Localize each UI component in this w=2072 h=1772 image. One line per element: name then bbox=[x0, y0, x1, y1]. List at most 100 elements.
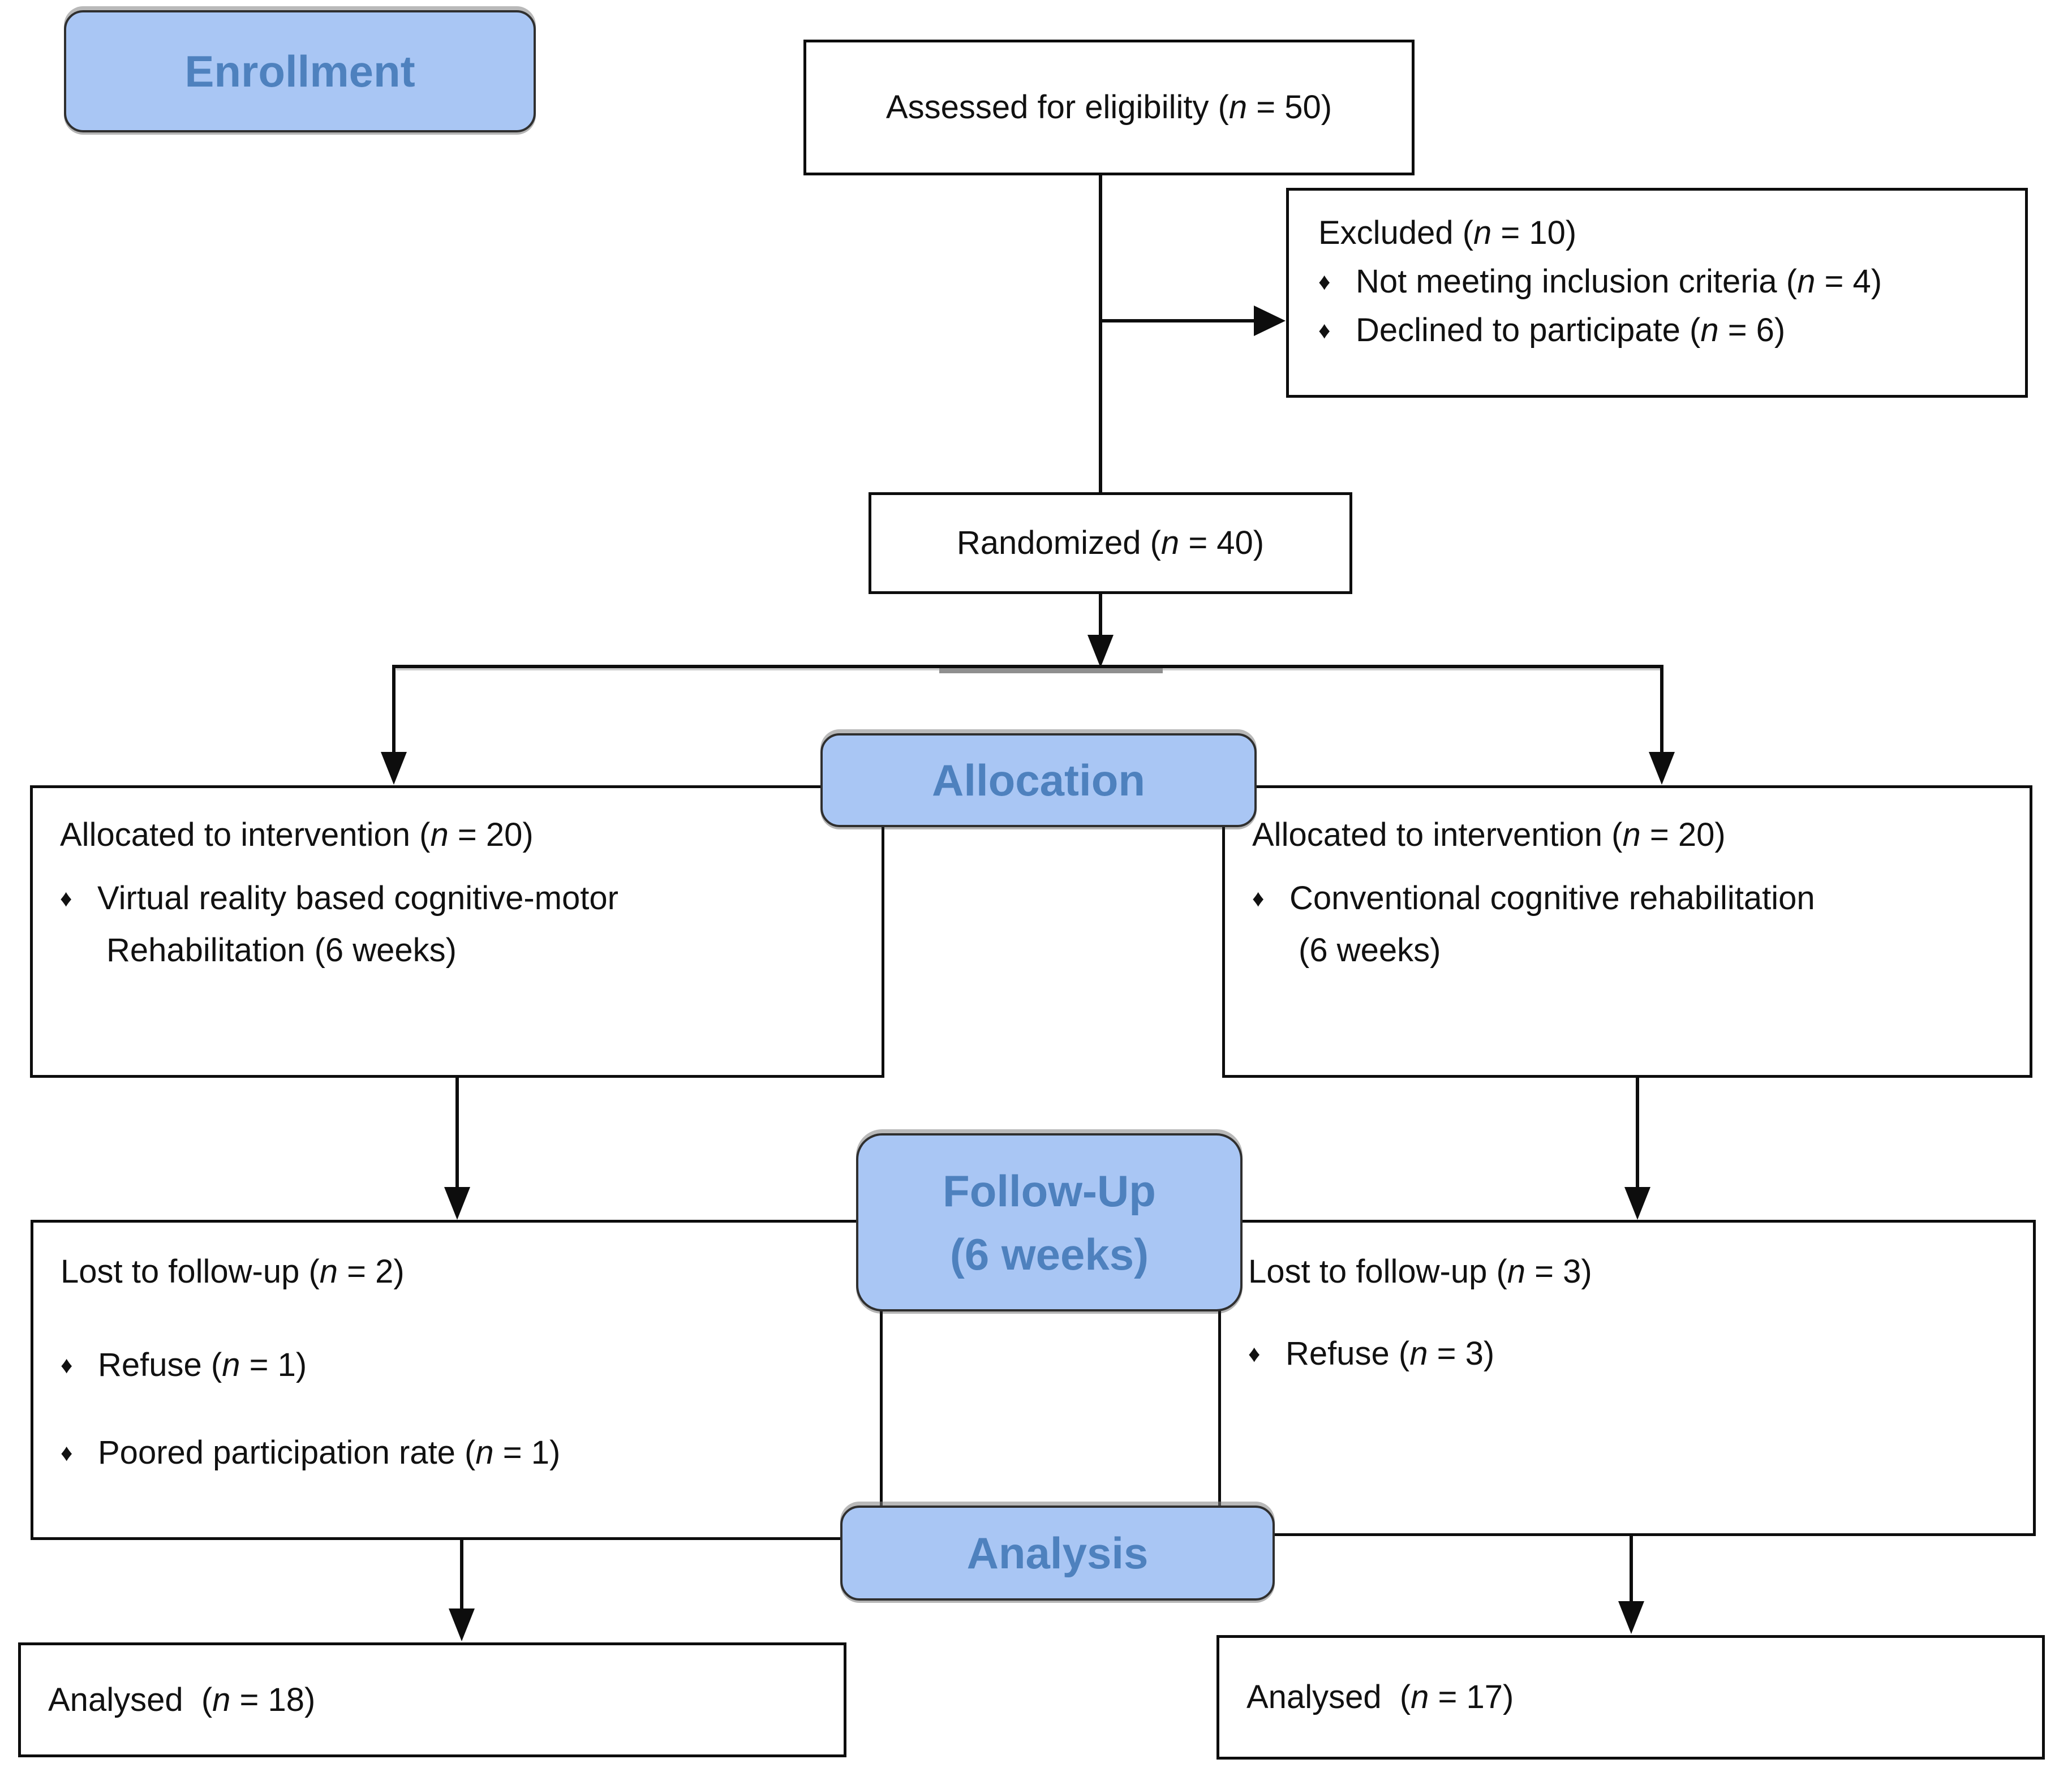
arrowhead-right-excluded-icon bbox=[1254, 306, 1286, 336]
arrowhead-down-followup-left-icon bbox=[444, 1187, 470, 1220]
followup-right-item-1: ♦ Refuse (n = 3) bbox=[1248, 1334, 2016, 1374]
excluded-title: Excluded (n = 10) bbox=[1318, 213, 2008, 253]
followup-right-item-1-pre: Refuse ( bbox=[1286, 1335, 1410, 1372]
followup-left-item-2-pre: Poored participation rate ( bbox=[98, 1434, 476, 1471]
excluded-item-1-text: Not meeting inclusion criteria (n = 4) bbox=[1356, 262, 1882, 302]
alloc-right-item: ♦ Conventional cognitive rehabilitation bbox=[1252, 879, 2013, 918]
enrollment-label-text: Enrollment bbox=[184, 46, 415, 96]
followup-left-item-2-text: Poored participation rate (n = 1) bbox=[98, 1433, 560, 1473]
connector-randomized-to-branch bbox=[1099, 594, 1102, 635]
alloc-right-title-pre: Allocated to intervention ( bbox=[1252, 816, 1623, 853]
connector-assessed-to-randomized bbox=[1099, 174, 1102, 492]
arrowhead-down-alloc-left-icon bbox=[381, 752, 407, 785]
followup-left-title: Lost to follow-up (n = 2) bbox=[61, 1252, 863, 1292]
randomized-text-pre: Randomized ( bbox=[956, 524, 1161, 561]
connector-alloc-to-followup-left bbox=[455, 1077, 459, 1188]
arrowhead-down-analysed-right-icon bbox=[1618, 1601, 1644, 1634]
excluded-item-1: ♦ Not meeting inclusion criteria (n = 4) bbox=[1318, 262, 2008, 302]
followup-label-line1: Follow-Up bbox=[943, 1165, 1156, 1216]
alloc-right-item-line1: Conventional cognitive rehabilitation bbox=[1289, 880, 1815, 917]
excluded-item-1-n: n bbox=[1797, 263, 1816, 300]
branch-line bbox=[393, 665, 1663, 668]
followup-right-item-1-n: n bbox=[1409, 1335, 1428, 1372]
branch-line-smudge bbox=[939, 668, 1163, 673]
assessed-n: n bbox=[1228, 89, 1248, 126]
connector-followup-to-analysed-right bbox=[1630, 1535, 1633, 1602]
diamond-bullet-icon: ♦ bbox=[1318, 317, 1331, 343]
excluded-title-n: n bbox=[1473, 214, 1492, 251]
randomized-text-post: = 40) bbox=[1179, 524, 1265, 561]
followup-label-line2: (6 weeks) bbox=[949, 1229, 1149, 1279]
alloc-left-item: ♦ Virtual reality based cognitive-motor bbox=[60, 879, 865, 918]
alloc-left-item-line1: Virtual reality based cognitive-motor bbox=[97, 880, 618, 917]
followup-right-title: Lost to follow-up (n = 3) bbox=[1248, 1252, 2016, 1292]
diamond-bullet-icon: ♦ bbox=[61, 1352, 73, 1378]
analysed-left-pre: Analysed ( bbox=[48, 1681, 213, 1718]
followup-left-item-1-pre: Refuse ( bbox=[98, 1347, 222, 1383]
followup-right-title-pre: Lost to follow-up ( bbox=[1248, 1253, 1507, 1290]
excluded-item-1-pre: Not meeting inclusion criteria ( bbox=[1356, 263, 1798, 300]
diamond-bullet-icon: ♦ bbox=[1318, 268, 1331, 295]
alloc-right-title: Allocated to intervention (n = 20) bbox=[1252, 815, 2013, 855]
alloc-left-title-post: = 20) bbox=[448, 816, 534, 853]
followup-left-item-1: ♦ Refuse (n = 1) bbox=[61, 1345, 863, 1385]
box-lost-to-followup-left: Lost to follow-up (n = 2) ♦ Refuse (n = … bbox=[31, 1220, 883, 1540]
excluded-item-2: ♦ Declined to participate (n = 6) bbox=[1318, 311, 2008, 350]
box-lost-to-followup-right: Lost to follow-up (n = 3) ♦ Refuse (n = … bbox=[1218, 1220, 2036, 1536]
alloc-left-title: Allocated to intervention (n = 20) bbox=[60, 815, 865, 855]
followup-left-item-2: ♦ Poored participation rate (n = 1) bbox=[61, 1433, 863, 1473]
analysed-right-n: n bbox=[1411, 1679, 1429, 1715]
randomized-n: n bbox=[1160, 524, 1180, 561]
followup-left-item-2-n: n bbox=[475, 1434, 494, 1471]
assessed-text-post: = 50) bbox=[1247, 89, 1332, 126]
connector-followup-to-analysed-left bbox=[460, 1539, 463, 1610]
excluded-item-2-post: = 6) bbox=[1718, 312, 1786, 349]
stage-label-enrollment: Enrollment bbox=[64, 10, 536, 132]
arrowhead-down-alloc-right-icon bbox=[1649, 752, 1675, 785]
box-allocated-intervention-left: Allocated to intervention (n = 20) ♦ Vir… bbox=[30, 785, 884, 1078]
analysed-left-n: n bbox=[212, 1681, 231, 1718]
alloc-right-item-line2: (6 weeks) bbox=[1299, 932, 1441, 969]
stage-label-analysis: Analysis bbox=[840, 1506, 1275, 1601]
allocation-label-text: Allocation bbox=[931, 755, 1145, 805]
box-allocated-intervention-right: Allocated to intervention (n = 20) ♦ Con… bbox=[1222, 785, 2032, 1078]
analysed-left-text: Analysed (n = 18) bbox=[21, 1645, 844, 1754]
box-analysed-left: Analysed (n = 18) bbox=[18, 1642, 846, 1757]
alloc-right-title-n: n bbox=[1622, 816, 1641, 853]
excluded-item-1-post: = 4) bbox=[1815, 263, 1882, 300]
alloc-left-title-n: n bbox=[430, 816, 449, 853]
box-excluded: Excluded (n = 10) ♦ Not meeting inclusio… bbox=[1286, 188, 2028, 398]
followup-right-title-n: n bbox=[1507, 1253, 1526, 1290]
followup-right-item-1-text: Refuse (n = 3) bbox=[1286, 1334, 1494, 1374]
arrowhead-down-analysed-left-icon bbox=[449, 1608, 475, 1641]
followup-left-title-n: n bbox=[319, 1253, 338, 1290]
alloc-right-title-post: = 20) bbox=[1640, 816, 1726, 853]
assessed-text-pre: Assessed for eligibility ( bbox=[885, 89, 1229, 126]
excluded-item-2-pre: Declined to participate ( bbox=[1356, 312, 1701, 349]
followup-left-item-1-post: = 1) bbox=[240, 1347, 307, 1383]
excluded-title-pre: Excluded ( bbox=[1318, 214, 1474, 251]
analysis-label-text: Analysis bbox=[966, 1528, 1149, 1578]
followup-right-item-1-post: = 3) bbox=[1428, 1335, 1495, 1372]
followup-left-item-1-text: Refuse (n = 1) bbox=[98, 1345, 307, 1385]
followup-left-item-2-post: = 1) bbox=[493, 1434, 561, 1471]
diamond-bullet-icon: ♦ bbox=[1252, 885, 1265, 911]
analysed-left-post: = 18) bbox=[230, 1681, 316, 1718]
box-assessed-for-eligibility: Assessed for eligibility (n = 50) bbox=[803, 40, 1415, 175]
followup-left-title-post: = 2) bbox=[338, 1253, 405, 1290]
connector-alloc-to-followup-right bbox=[1636, 1077, 1639, 1188]
followup-left-item-1-n: n bbox=[222, 1347, 240, 1383]
stage-label-followup: Follow-Up (6 weeks) bbox=[856, 1133, 1243, 1311]
diamond-bullet-icon: ♦ bbox=[1248, 1340, 1261, 1367]
diamond-bullet-icon: ♦ bbox=[60, 885, 72, 911]
alloc-left-title-pre: Allocated to intervention ( bbox=[60, 816, 431, 853]
box-analysed-right: Analysed (n = 17) bbox=[1216, 1635, 2045, 1760]
connector-branch-to-alloc-right bbox=[1660, 665, 1663, 753]
excluded-item-2-text: Declined to participate (n = 6) bbox=[1356, 311, 1785, 350]
analysed-right-post: = 17) bbox=[1429, 1679, 1514, 1715]
connector-branch-to-alloc-left bbox=[392, 665, 396, 753]
analysed-right-text: Analysed (n = 17) bbox=[1219, 1638, 2042, 1757]
randomized-text: Randomized (n = 40) bbox=[871, 495, 1349, 591]
followup-right-title-post: = 3) bbox=[1525, 1253, 1592, 1290]
